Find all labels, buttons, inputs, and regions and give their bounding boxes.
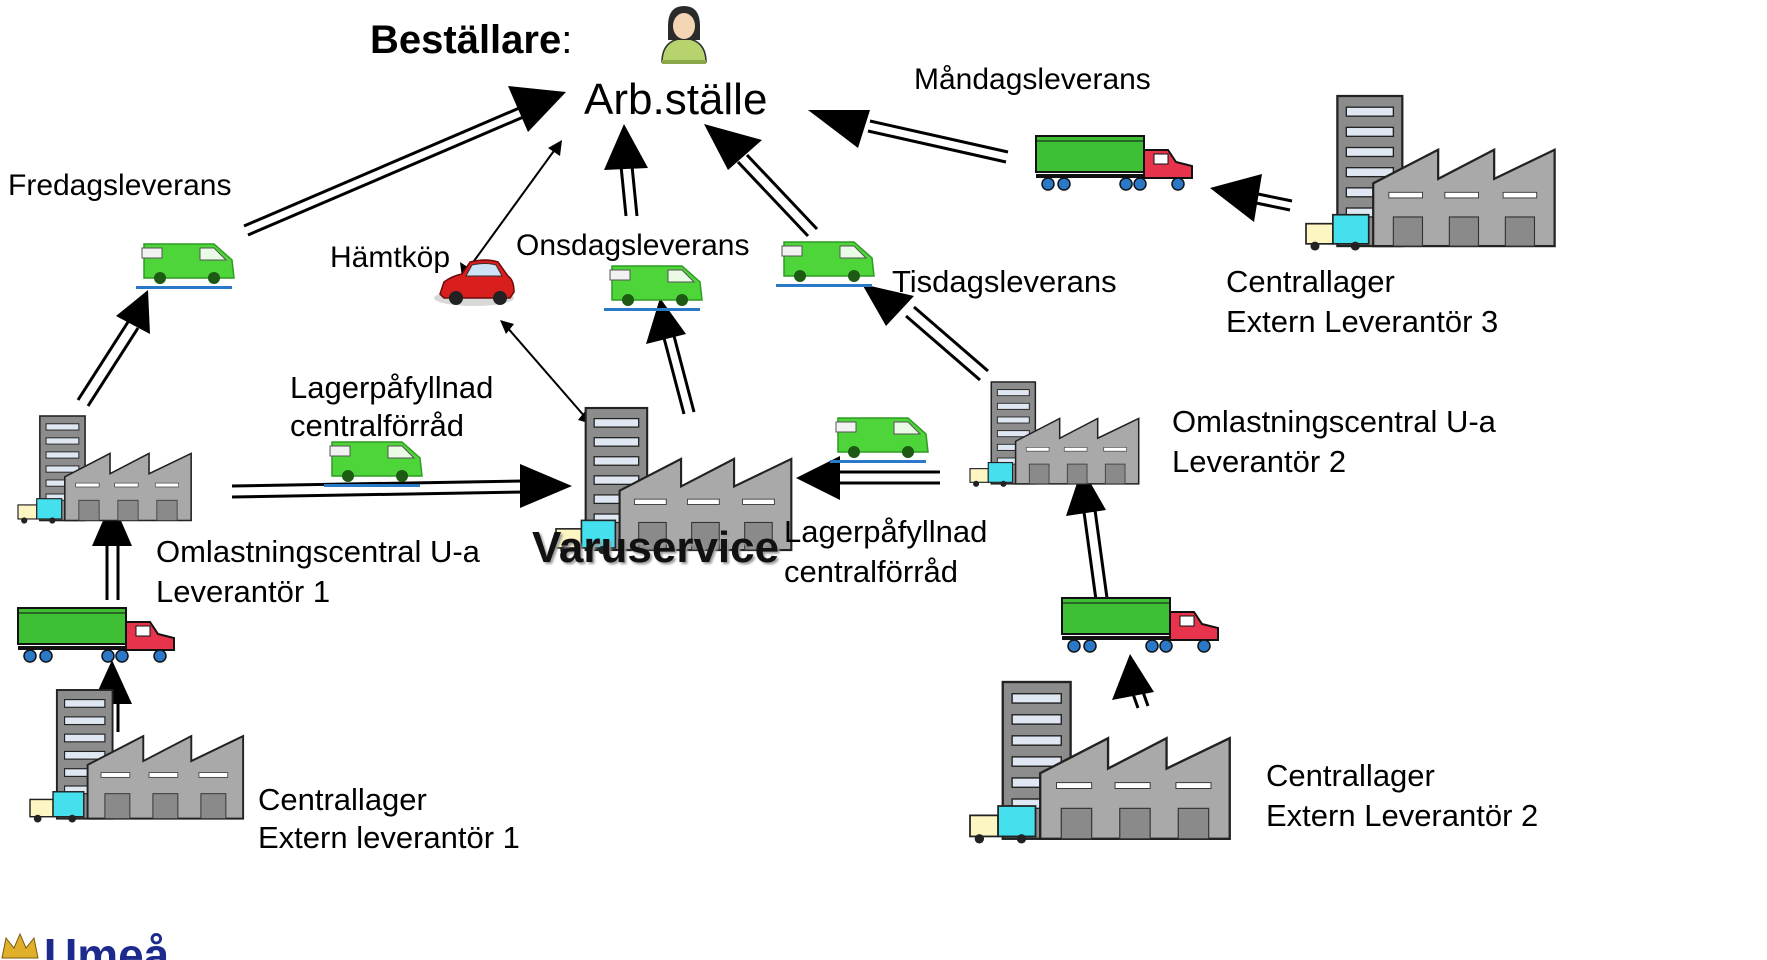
person-icon — [661, 6, 707, 64]
arrows — [76, 86, 1293, 732]
central2-label-line2: Extern Leverantör 2 — [1266, 798, 1539, 833]
van-wednesday-icon — [603, 265, 703, 312]
truck-monday-icon — [1035, 135, 1193, 191]
car-icon — [434, 259, 515, 306]
central1-label-line1: Centrallager — [258, 782, 427, 817]
brand-logo: Umeå — [0, 930, 169, 960]
transship2-label-line2: Leverantör 2 — [1172, 444, 1347, 479]
transship2-label-line1: Omlastningscentral U-a — [1172, 404, 1496, 439]
arrow-monday-delivery — [808, 110, 1009, 164]
restock-left-line2: centralförråd — [290, 408, 465, 443]
pickup-label: Hämtköp — [330, 241, 451, 274]
workplace-label: Arb.ställe — [584, 75, 768, 124]
monday-delivery-label: Måndagsleverans — [914, 63, 1151, 96]
van-restock-right-icon — [829, 417, 929, 464]
crown-icon — [1, 932, 39, 959]
arrow-transship1-to-friday — [76, 290, 150, 407]
restock-right-line1: Lagerpåfyllnad — [784, 514, 988, 549]
van-restock-left-icon — [323, 441, 423, 488]
arrow-truck1-to-transship1 — [92, 500, 132, 600]
central3-label-line2: Extern Leverantör 3 — [1226, 304, 1499, 339]
wednesday-delivery-label: Onsdagsleverans — [516, 229, 750, 262]
central3-label-line1: Centrallager — [1226, 264, 1395, 299]
orderer-label: Beställare: — [370, 18, 573, 62]
arrow-transship2-to-tuesday — [862, 284, 989, 382]
truck-supplier2-icon — [1061, 597, 1219, 653]
arrow-tuesday-delivery — [704, 124, 819, 238]
hub-label: Varuservice — [532, 523, 780, 572]
factory-central3-icon — [1304, 94, 1556, 252]
brand-text: Umeå — [44, 930, 170, 960]
transship1-label-line2: Leverantör 1 — [156, 574, 331, 609]
arrow-central3-to-truck — [1210, 174, 1293, 222]
factory-transship2-icon — [969, 381, 1140, 488]
arrow-transship1-to-hub — [231, 464, 572, 508]
arrow-friday-delivery — [243, 86, 566, 237]
transship1-label-line1: Omlastningscentral U-a — [156, 534, 480, 569]
factory-transship1-icon — [17, 415, 192, 525]
arrow-central2-to-truck2 — [1112, 654, 1154, 709]
factory-central2-icon — [968, 680, 1231, 845]
arrow-truck2-to-transship2 — [1066, 468, 1109, 601]
central2-label-line1: Centrallager — [1266, 758, 1435, 793]
arrow-hub-to-wednesday — [646, 298, 696, 415]
arrow-transship2-to-hub — [796, 456, 940, 500]
central1-label-line2: Extern leverantör 1 — [258, 820, 520, 855]
friday-delivery-label: Fredagsleverans — [8, 169, 232, 202]
arrow-wednesday-delivery — [604, 124, 648, 217]
van-tuesday-icon — [775, 241, 875, 288]
truck-supplier1-icon — [17, 607, 175, 663]
van-friday-icon — [135, 243, 235, 290]
factory-central1-icon — [29, 689, 245, 824]
arrow-hub-car — [500, 320, 592, 424]
tuesday-delivery-label: Tisdagsleverans — [892, 264, 1117, 299]
restock-right-line2: centralförråd — [784, 554, 959, 589]
restock-left-line1: Lagerpåfyllnad — [290, 370, 494, 405]
